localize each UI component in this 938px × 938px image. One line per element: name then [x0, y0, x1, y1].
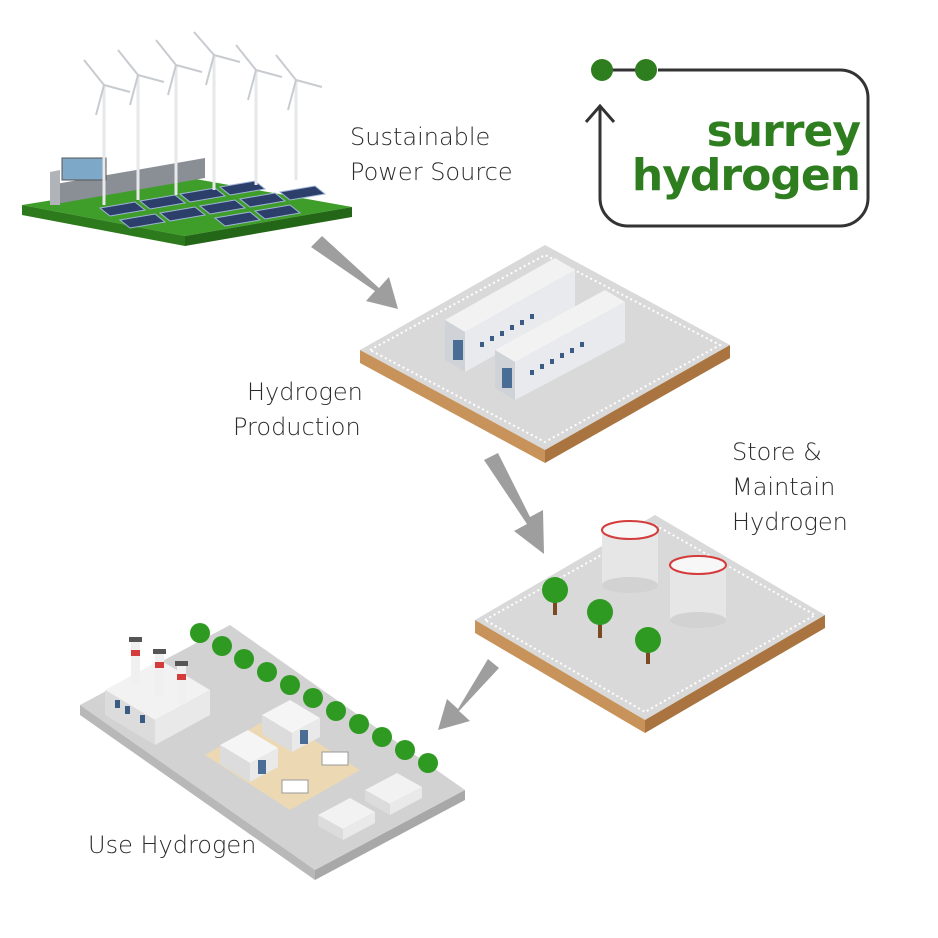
surrey-hydrogen-logo	[584, 59, 870, 228]
logo-line-surrey: surrey	[706, 106, 861, 157]
power-source-illustration	[22, 31, 352, 246]
logo-dot-icon	[591, 59, 613, 81]
step-label-power-source: Sustainable Power Source	[350, 123, 513, 186]
step-label-production: Hydrogen Production	[233, 378, 363, 441]
production-plant-illustration	[360, 245, 730, 463]
logo-frame	[598, 68, 870, 228]
logo-line-hydrogen: hydrogen	[631, 150, 861, 201]
storage-tanks-illustration	[475, 515, 825, 733]
logo-arrow-head-icon	[584, 103, 616, 123]
step-label-store: Store & Maintain Hydrogen	[732, 438, 848, 536]
logo-dot-icon	[635, 59, 657, 81]
flow-arrow-icon	[484, 453, 544, 554]
flow-arrow-icon	[311, 236, 398, 309]
logo-wordmark: surrey hydrogen	[631, 106, 861, 201]
industrial-site-illustration	[80, 623, 465, 880]
step-label-use: Use Hydrogen	[88, 831, 257, 859]
flow-arrow-icon	[438, 659, 499, 730]
